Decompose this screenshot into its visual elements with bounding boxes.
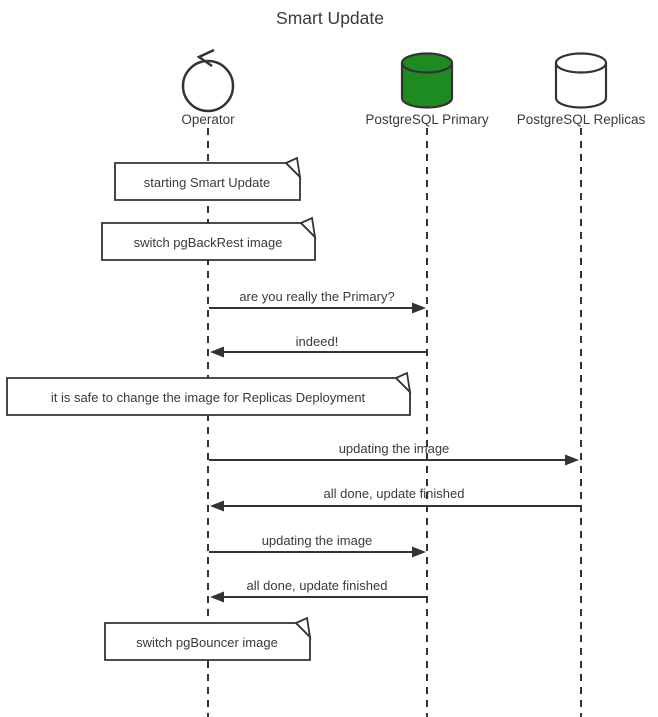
message-label: all done, update finished [247, 578, 388, 593]
control-loop-icon [181, 59, 235, 113]
note-text: switch pgBouncer image [136, 635, 278, 650]
note-shape [6, 377, 411, 416]
note-fold-corner [294, 616, 312, 640]
arrowhead-left-icon [210, 591, 224, 603]
note-fold-corner [299, 216, 317, 240]
message-label: updating the image [339, 441, 450, 456]
control-loop-arrow-icon [196, 48, 215, 68]
actor-label: PostgreSQL Primary [365, 112, 489, 127]
message-label: all done, update finished [324, 486, 465, 501]
database-icon [400, 63, 454, 109]
note-text: it is safe to change the image for Repli… [51, 390, 366, 405]
note-text: switch pgBackRest image [134, 235, 283, 250]
message-label: updating the image [262, 533, 373, 548]
diagram-title: Smart Update [276, 8, 384, 28]
actor-label: Operator [181, 112, 235, 127]
message-updating-the-image-primary: updating the image [209, 533, 426, 558]
arrowhead-right-icon [412, 546, 426, 558]
message-all-done-update-finished-primary: all done, update finished [210, 578, 427, 603]
arrowhead-left-icon [210, 500, 224, 512]
message-all-done-update-finished-replicas: all done, update finished [210, 486, 580, 512]
message-updating-the-image-replicas: updating the image [209, 441, 579, 466]
actor-postgresql-primary: PostgreSQL Primary [365, 52, 489, 127]
note-fold-corner [284, 156, 302, 180]
database-top-icon [554, 52, 608, 74]
note-shape [101, 222, 316, 261]
note-shape [114, 162, 301, 201]
actor-label: PostgreSQL Replicas [517, 112, 646, 127]
note-fold-corner [394, 371, 412, 395]
note-safe-to-change-image: it is safe to change the image for Repli… [6, 371, 412, 416]
message-label: indeed! [296, 334, 339, 349]
message-are-you-really-the-primary: are you really the Primary? [209, 289, 426, 314]
database-top-icon [400, 52, 454, 74]
actor-operator: Operator [181, 48, 235, 127]
message-indeed: indeed! [210, 334, 427, 358]
actor-postgresql-replicas: PostgreSQL Replicas [517, 52, 646, 127]
message-label: are you really the Primary? [239, 289, 394, 304]
note-starting-smart-update: starting Smart Update [114, 156, 302, 201]
note-text: starting Smart Update [144, 175, 270, 190]
arrowhead-right-icon [565, 454, 579, 466]
arrowhead-right-icon [412, 302, 426, 314]
arrowhead-left-icon [210, 346, 224, 358]
note-switch-pgbouncer-image: switch pgBouncer image [104, 616, 312, 661]
note-shape [104, 622, 311, 661]
note-switch-pgbackrest-image: switch pgBackRest image [101, 216, 317, 261]
database-icon [554, 63, 608, 109]
